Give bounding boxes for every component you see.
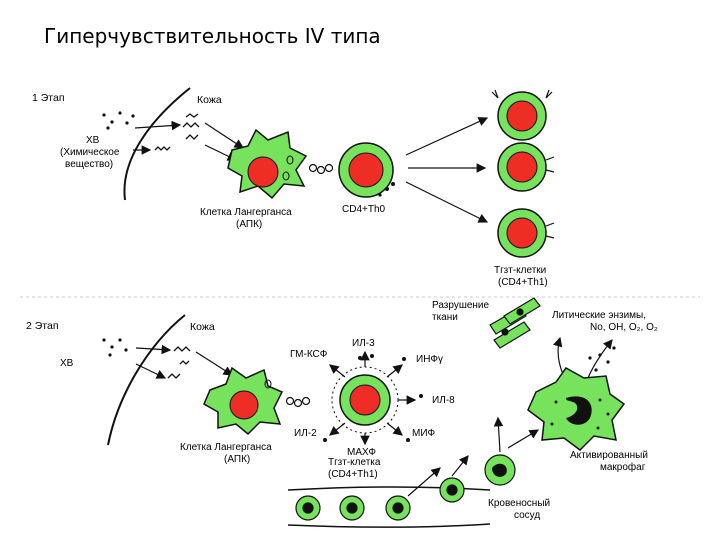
stage2-tgzt-nucleus bbox=[349, 384, 381, 416]
stage1-tgzt-receptors bbox=[491, 89, 555, 239]
stage1-cd4-nucleus bbox=[348, 152, 384, 188]
stage2-mif-label: МИФ bbox=[412, 428, 436, 439]
stage2-monocyte-nucleus bbox=[492, 463, 507, 477]
stage1-hv-label-2: (Химическое bbox=[60, 147, 120, 158]
stage2-vessel-arrow-1 bbox=[407, 467, 441, 497]
stage1-tgzt-nucleus-2 bbox=[506, 151, 538, 183]
stage1-skin-line bbox=[123, 87, 191, 201]
stage2-vessel-label: Кровеносный bbox=[488, 498, 550, 509]
stage2-damage-label: Разрушение bbox=[432, 300, 490, 311]
stage2-damaged-cells bbox=[489, 297, 541, 349]
stage2-cytokine-arrows bbox=[329, 350, 417, 446]
stage2-macrophage-granules bbox=[550, 398, 610, 430]
stage2-enzymes-label: Литические энзимы, bbox=[552, 310, 646, 321]
stage2-langerhans-label: Клетка Лангерганса bbox=[180, 442, 272, 453]
stage2-il3-label: ИЛ-3 bbox=[352, 338, 375, 349]
stage1-arrow-clone-1 bbox=[405, 117, 489, 156]
stage1-hapten-marks bbox=[154, 113, 200, 151]
stage2-il2-label: ИЛ-2 bbox=[294, 428, 317, 439]
stage2-vessel-label-2: сосуд bbox=[514, 510, 540, 521]
stage1-tgzt-label: Тгзт-клетки bbox=[494, 265, 546, 276]
stage2-tgzt-label-2: (CD4+Th1) bbox=[328, 469, 378, 480]
stage2-langerhans-nucleus bbox=[229, 390, 259, 420]
stage1-langerhans-granule-2 bbox=[282, 171, 290, 181]
stage1-tgzt-nucleus-1 bbox=[506, 100, 538, 132]
stage2-makhf-label: МАХФ bbox=[347, 447, 376, 458]
stage2-vessel-arrow-2 bbox=[451, 455, 469, 477]
stage2-hv-dots bbox=[102, 338, 128, 357]
stage1-label: 1 Этап bbox=[32, 92, 65, 104]
stage2-tgzt-label: Тгзт-клетка bbox=[328, 457, 381, 468]
stage2-synapse bbox=[285, 396, 311, 408]
stage1-hv-label-3: вещество) bbox=[65, 159, 113, 170]
stage2-macrophage-nucleus bbox=[566, 396, 592, 425]
stage1-cd4-label: CD4+Th0 bbox=[342, 204, 386, 215]
stage2-vessel-arrow-3 bbox=[493, 416, 504, 453]
stage2-hapten-marks bbox=[167, 346, 191, 379]
stage2-arrow-hv bbox=[135, 344, 172, 355]
slide-title: Гиперчувствительность IV типа bbox=[44, 24, 381, 48]
stage2-langerhans-label-2: (АПК) bbox=[224, 454, 250, 465]
stage1-arrow-hv bbox=[134, 120, 182, 131]
stage2-infg-label: ИНФγ bbox=[416, 354, 443, 365]
stage1-hv-dots bbox=[102, 111, 135, 130]
stage2-vessel-arrow-4 bbox=[507, 429, 540, 449]
stage2-damage-label-2: ткани bbox=[432, 312, 458, 323]
stage1-langerhans-label-2: (АПК) bbox=[236, 219, 262, 230]
stage1-arrow-to-apc bbox=[204, 122, 245, 149]
stage1-cytokine-dots bbox=[378, 182, 395, 197]
stage2-enzymes-label-2: No, OH, O₂, O₂ bbox=[590, 322, 658, 333]
stage2-cytokine-dots bbox=[323, 354, 423, 442]
stage2-hv-label: ХВ bbox=[60, 358, 74, 369]
stage1-skin-label: Кожа bbox=[197, 94, 222, 106]
stage2-skin-line bbox=[107, 314, 186, 446]
stage1-tgzt-label-2: (CD4+Th1) bbox=[498, 277, 548, 288]
stage2-macrophage bbox=[527, 367, 626, 451]
stage2-langerhans-granule bbox=[264, 379, 272, 389]
stage1-langerhans-nucleus bbox=[247, 156, 279, 188]
stage1-arrow-clone-3 bbox=[405, 181, 489, 223]
stage2-arrow-hv-2 bbox=[135, 363, 167, 379]
stage2-skin-label: Кожа bbox=[190, 321, 215, 333]
stage2-label: 2 Этап bbox=[26, 320, 59, 332]
stage1-langerhans-granule bbox=[286, 155, 294, 165]
stage2-il8-label: ИЛ-8 bbox=[432, 395, 455, 406]
stage1-synapse bbox=[308, 163, 334, 175]
stage2-vessel-wall-top bbox=[287, 486, 491, 491]
stage2-macrophage-label-2: макрофаг bbox=[600, 461, 646, 473]
stage2-enzyme-dots bbox=[588, 346, 616, 372]
stage1-hv-label: ХВ bbox=[86, 135, 100, 146]
stage2-macrophage-label: Активированный bbox=[570, 450, 648, 461]
stage1-langerhans-label: Клетка Лангерганса bbox=[200, 207, 292, 218]
stage2-vessel-cells bbox=[295, 477, 465, 521]
stage2-vessel-wall-bottom bbox=[287, 523, 491, 528]
stage2-arrow-to-apc bbox=[195, 351, 234, 376]
stage2-gmksf-label: ГМ-КСФ bbox=[290, 349, 328, 360]
stage1-tgzt-nucleus-3 bbox=[506, 217, 538, 249]
